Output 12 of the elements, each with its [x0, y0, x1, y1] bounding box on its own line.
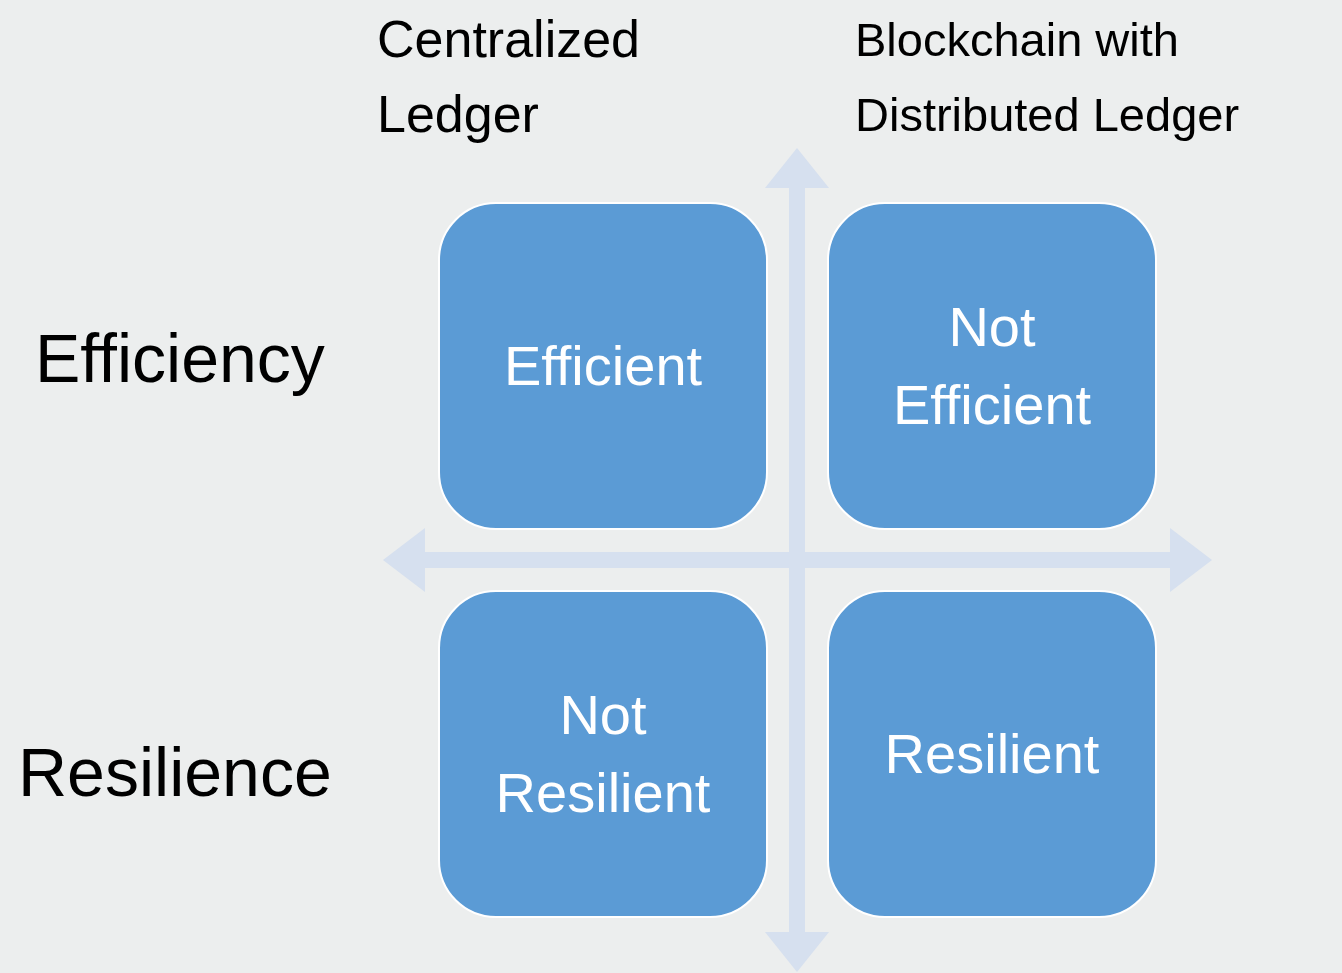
quadrant-box	[438, 590, 768, 918]
column-header: Blockchain with Distributed Ledger	[855, 12, 1241, 144]
row-header: Resilience	[18, 733, 332, 812]
quadrant-label: Not Resilient	[494, 681, 712, 826]
quadrant-label: Efficient	[503, 332, 703, 399]
quadrant-box	[827, 590, 1157, 918]
row-header: Efficiency	[35, 319, 325, 398]
quadrant-box	[438, 202, 768, 530]
quadrant-label: Resilient	[884, 720, 1100, 787]
quadrant-box	[827, 202, 1157, 530]
column-header: Centralized Ledger	[377, 9, 642, 146]
quadrant-label: Not Efficient	[891, 293, 1093, 438]
